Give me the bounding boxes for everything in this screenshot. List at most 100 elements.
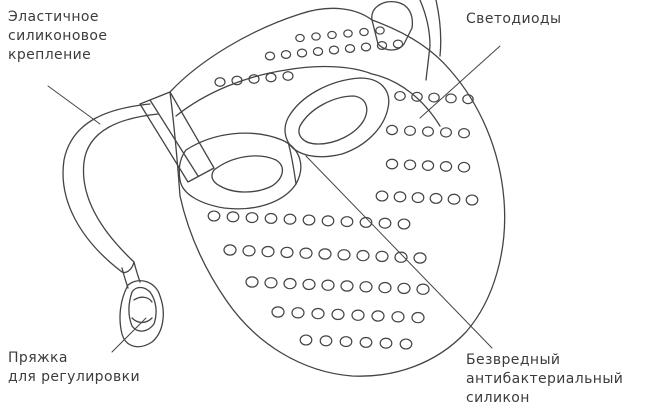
led-hole — [319, 249, 331, 259]
led-hole — [297, 49, 306, 57]
led-holes — [208, 27, 478, 349]
led-hole — [394, 192, 406, 202]
led-hole — [313, 48, 322, 56]
led-hole — [341, 217, 353, 227]
label-elastic-strap: Эластичное силиконовое крепление — [8, 8, 107, 65]
buckle-slot — [132, 297, 152, 322]
led-hole — [430, 193, 442, 203]
right-eye-opening — [299, 96, 367, 144]
nose-bridge — [288, 142, 296, 184]
led-hole — [360, 28, 368, 35]
led-hole — [376, 27, 384, 34]
led-hole — [265, 278, 277, 288]
led-hole — [398, 219, 410, 229]
led-hole — [372, 311, 384, 321]
led-hole — [262, 247, 274, 257]
led-hole — [283, 72, 293, 81]
led-hole — [227, 212, 239, 222]
led-hole — [224, 245, 236, 255]
led-hole — [360, 337, 372, 347]
led-hole — [412, 193, 424, 203]
led-hole — [312, 309, 324, 319]
led-hole — [357, 251, 369, 261]
led-hole — [404, 160, 415, 170]
led-hole — [400, 339, 412, 349]
led-hole — [429, 93, 439, 102]
led-hole — [379, 283, 391, 293]
right-eye-frame — [285, 78, 389, 157]
led-hole — [246, 213, 258, 223]
led-hole — [300, 335, 312, 345]
led-hole — [352, 310, 364, 320]
led-hole — [281, 51, 290, 59]
led-hole — [376, 251, 388, 261]
led-hole — [466, 195, 478, 205]
led-hole — [328, 31, 336, 38]
led-hole — [459, 129, 470, 138]
top-strap — [372, 0, 441, 80]
led-hole — [332, 309, 344, 319]
led-hole — [360, 282, 372, 292]
label-buckle: Пряжка для регулировки — [8, 349, 140, 387]
led-hole — [446, 94, 456, 103]
mask-outline — [170, 8, 505, 376]
led-hole — [272, 307, 284, 317]
led-hole — [266, 73, 276, 82]
led-hole — [379, 218, 391, 228]
side-holder — [140, 92, 214, 182]
led-hole — [440, 162, 451, 172]
led-hole — [246, 277, 258, 287]
leader-leds — [420, 46, 500, 118]
led-hole — [441, 128, 452, 137]
strap-to-buckle — [122, 262, 140, 288]
led-hole — [265, 52, 274, 60]
led-hole — [284, 279, 296, 289]
led-hole — [292, 308, 304, 318]
led-hole — [320, 336, 332, 346]
led-hole — [414, 253, 426, 263]
led-hole — [322, 280, 334, 290]
led-hole — [329, 46, 338, 54]
label-leds: Светодиоды — [466, 10, 561, 29]
led-hole — [243, 246, 255, 256]
leader-elastic — [48, 86, 100, 124]
led-hole — [303, 279, 315, 289]
led-hole — [387, 125, 398, 134]
led-hole — [303, 215, 315, 225]
led-hole — [398, 283, 410, 293]
led-hole — [344, 30, 352, 37]
led-hole — [423, 127, 434, 136]
led-hole — [338, 250, 350, 260]
led-hole — [412, 313, 424, 323]
led-hole — [386, 159, 397, 169]
led-hole — [340, 337, 352, 347]
led-hole — [208, 211, 220, 221]
led-hole — [232, 76, 242, 85]
led-hole — [215, 78, 225, 87]
led-hole — [448, 194, 460, 204]
led-hole — [412, 92, 422, 101]
label-silicone: Безвредный антибактериальный силикон — [466, 351, 623, 408]
led-hole — [361, 43, 370, 51]
led-hole — [300, 248, 312, 258]
led-hole — [312, 33, 320, 40]
left-eye-opening — [212, 156, 282, 192]
buckle-inner — [129, 288, 156, 332]
led-hole — [422, 161, 433, 171]
led-hole — [405, 126, 416, 135]
led-hole — [249, 75, 259, 84]
elastic-strap — [63, 104, 158, 273]
led-hole — [345, 45, 354, 53]
led-hole — [417, 284, 429, 294]
led-hole — [341, 281, 353, 291]
led-hole — [395, 92, 405, 101]
led-hole — [281, 247, 293, 257]
leader-lines — [48, 46, 500, 352]
led-hole — [376, 191, 388, 201]
led-hole — [458, 162, 469, 172]
led-hole — [265, 213, 277, 223]
led-hole — [380, 338, 392, 348]
led-hole — [393, 40, 402, 48]
led-hole — [322, 216, 334, 226]
